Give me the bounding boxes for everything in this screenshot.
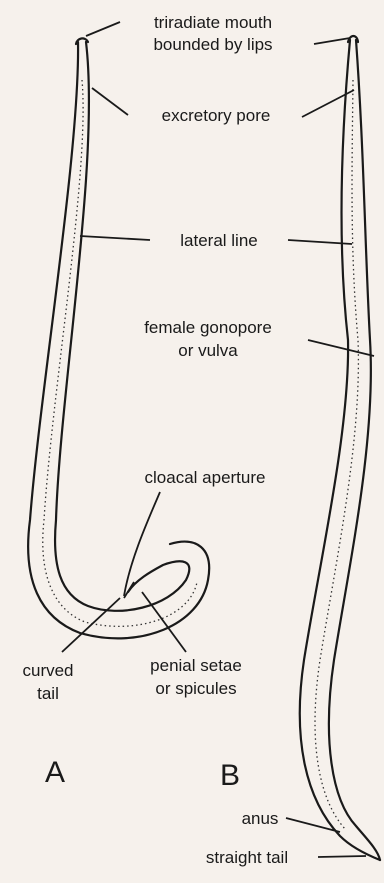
label-cloacal-aperture: cloacal aperture (145, 468, 266, 487)
leader-mouth-a (86, 22, 120, 36)
leader-lateral-a (80, 236, 150, 240)
female-worm-right-outline (329, 40, 380, 860)
label-lateral-line: lateral line (180, 231, 258, 250)
label-anus: anus (242, 809, 279, 828)
female-worm-left-outline (300, 40, 380, 860)
label-curved-tail-line1: curved (22, 661, 73, 680)
label-curved-tail-line2: tail (37, 684, 59, 703)
label-excretory-pore: excretory pore (162, 106, 271, 125)
label-figure-a: A (45, 756, 65, 789)
female-worm-b (300, 36, 380, 860)
female-worm-lateral-line (315, 80, 358, 830)
label-figure-b: B (220, 759, 240, 792)
label-gonopore-line2: or vulva (178, 341, 238, 360)
leader-lines (62, 22, 374, 857)
leader-gonopore (308, 340, 374, 356)
label-penial-line1: penial setae (150, 656, 242, 675)
label-mouth-line2: bounded by lips (153, 35, 272, 54)
leader-mouth-b (314, 38, 350, 44)
leader-straight-tail (318, 856, 366, 857)
male-worm-a (28, 38, 209, 638)
leader-excretory-a (92, 88, 128, 115)
male-worm-lateral-line (43, 80, 197, 626)
label-gonopore-line1: female gonopore (144, 318, 272, 337)
label-penial-line2: or spicules (155, 679, 236, 698)
label-mouth-line1: triradiate mouth (154, 13, 272, 32)
label-straight-tail: straight tail (206, 848, 288, 867)
leader-cloacal (124, 492, 160, 596)
